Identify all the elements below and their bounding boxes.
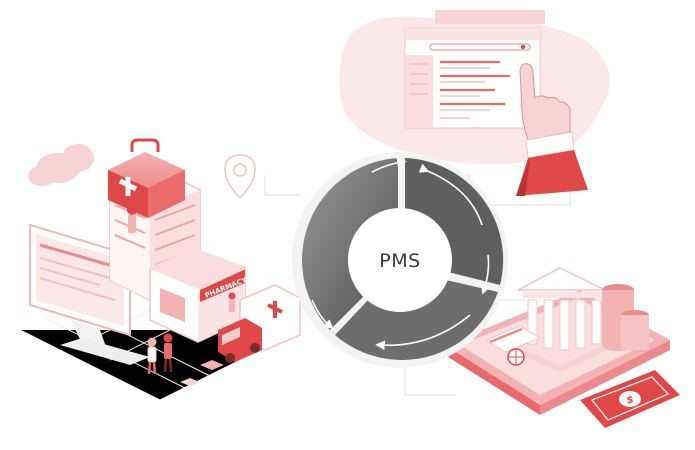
cloud-icon <box>28 144 94 186</box>
banknote-icon: $ <box>580 370 680 428</box>
boxes-icon <box>180 360 224 386</box>
first-aid-kit-icon <box>108 138 185 218</box>
payment-banking-illustration: $ <box>445 267 680 428</box>
hub-center <box>348 208 452 312</box>
monitor-icon <box>29 223 150 365</box>
currency-symbol: $ <box>627 395 634 406</box>
location-pin-icon <box>224 154 256 200</box>
ring-segment-top-right <box>405 158 504 285</box>
cycle-arrow-left <box>311 299 334 329</box>
browser-window-icon <box>404 10 545 129</box>
people-figures-icon <box>147 292 236 375</box>
nurse-figure-icon <box>127 205 137 233</box>
credit-card-icon <box>484 325 542 353</box>
cycle-arrows <box>311 157 491 351</box>
ambulance-icon <box>218 284 301 363</box>
ring-segment-bottom <box>335 280 498 360</box>
clinic-pharmacy-illustration: PHARMACY <box>19 138 301 401</box>
cycle-arrow-right <box>480 254 491 295</box>
cycle-arrow-bottom <box>375 314 471 351</box>
hub-label: PMS <box>379 250 420 272</box>
globe-icon <box>507 348 525 366</box>
web-browser-illustration <box>339 10 610 196</box>
coin-stack-icon <box>602 284 649 351</box>
ring-segment-left <box>302 158 398 330</box>
pointing-hand-icon <box>516 63 588 196</box>
pms-cycle-hub: PMS <box>292 152 508 368</box>
cycle-arrow-top <box>371 157 407 173</box>
cycle-arrow-top-right <box>418 163 483 226</box>
bank-building-icon <box>517 267 606 372</box>
